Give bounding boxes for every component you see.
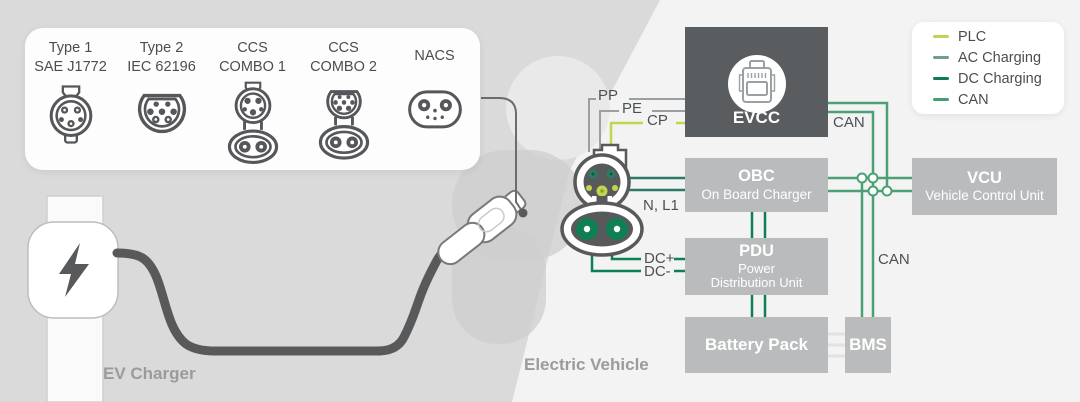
legend-item-ac: AC Charging	[933, 47, 1064, 68]
wire-dc-links	[750, 212, 767, 317]
wire-label-cp: CP	[647, 112, 668, 129]
wire-cp	[609, 121, 685, 152]
silhouette-highlight	[506, 56, 610, 160]
legend-item-dc: DC Charging	[933, 68, 1064, 89]
plug-line-dot	[518, 208, 528, 218]
wire-label-can-bus: CAN	[878, 251, 910, 268]
evcc-title: EVCC	[732, 107, 781, 127]
vcu-title: VCU	[967, 168, 1002, 187]
charging-cable	[112, 247, 448, 356]
evcc-device-icon	[727, 55, 786, 113]
type1-connector-icon	[49, 85, 92, 144]
wire-label-dc-plus: DC+	[644, 250, 675, 267]
obc-block: OBC On Board Charger	[685, 158, 828, 212]
vcu-subtitle: Vehicle Control Unit	[925, 188, 1044, 204]
connector-label: NACS	[414, 48, 455, 64]
lightning-bolt-icon	[59, 243, 89, 297]
wire-label-pp: PP	[598, 87, 619, 104]
wire-pe	[599, 110, 685, 152]
legend-label: CAN	[958, 91, 989, 108]
legend-label: DC Charging	[958, 70, 1042, 87]
battery-pack-block: Battery Pack	[685, 317, 828, 373]
vcu-block: VCU Vehicle Control Unit	[912, 158, 1057, 215]
wire-pp	[588, 98, 685, 152]
connector-nacs: NACS	[391, 39, 479, 133]
obc-title: OBC	[738, 167, 775, 186]
battery-pack-title: Battery Pack	[704, 334, 808, 354]
legend-item-plc: PLC	[933, 26, 1064, 47]
plc-line-swatch	[933, 34, 949, 39]
type2-connector-icon	[137, 93, 186, 134]
battery-bms-links	[828, 332, 845, 358]
wire-can-evcc-a	[828, 101, 889, 191]
can-junction-nodes	[856, 172, 893, 197]
nacs-connector-icon	[407, 90, 462, 129]
wire-ac-n-l1	[629, 176, 685, 192]
connector-label: CCS	[328, 40, 359, 56]
ccs-combo2-connector-icon	[318, 90, 369, 160]
connector-label: Type 2	[139, 40, 184, 56]
legend-label: PLC	[958, 28, 987, 45]
bms-title: BMS	[849, 334, 887, 354]
legend-item-can: CAN	[933, 89, 1064, 110]
wire-label-pe: PE	[622, 100, 643, 117]
ac-line-swatch	[933, 55, 949, 60]
legend-label: AC Charging	[958, 49, 1042, 66]
wire-label-can-evcc: CAN	[833, 114, 865, 131]
evcc-block: EVCC	[685, 27, 828, 137]
pdu-block: PDU Power Distribution Unit	[685, 238, 828, 295]
pdu-title: PDU	[739, 242, 774, 261]
can-line-swatch	[933, 97, 949, 102]
ev-charger-label: EV Charger	[103, 364, 196, 383]
obc-subtitle: On Board Charger	[701, 186, 812, 202]
electric-vehicle-label: Electric Vehicle	[524, 355, 649, 374]
ccs-combo1-connector-icon	[227, 81, 278, 165]
bms-block: BMS	[845, 317, 891, 373]
wire-dc-minus	[590, 253, 685, 273]
wire-label-n-l1: N, L1	[643, 197, 679, 214]
pdu-subtitle-line1: Power	[738, 260, 775, 276]
dc-line-swatch	[933, 76, 949, 81]
connector-label: CCS	[237, 40, 268, 56]
wire-label-dc-minus: DC-	[644, 263, 671, 280]
connector-label: Type 1	[48, 40, 93, 56]
car-silhouette-shape-lower	[452, 226, 546, 344]
panel-to-plug-line	[481, 97, 523, 212]
pdu-subtitle-line2: Distribution Unit	[710, 275, 803, 291]
wire-can-evcc-b	[828, 110, 875, 317]
vehicle-inlet-socket	[560, 143, 644, 257]
legend-panel: PLC AC Charging DC Charging CAN	[912, 22, 1064, 114]
